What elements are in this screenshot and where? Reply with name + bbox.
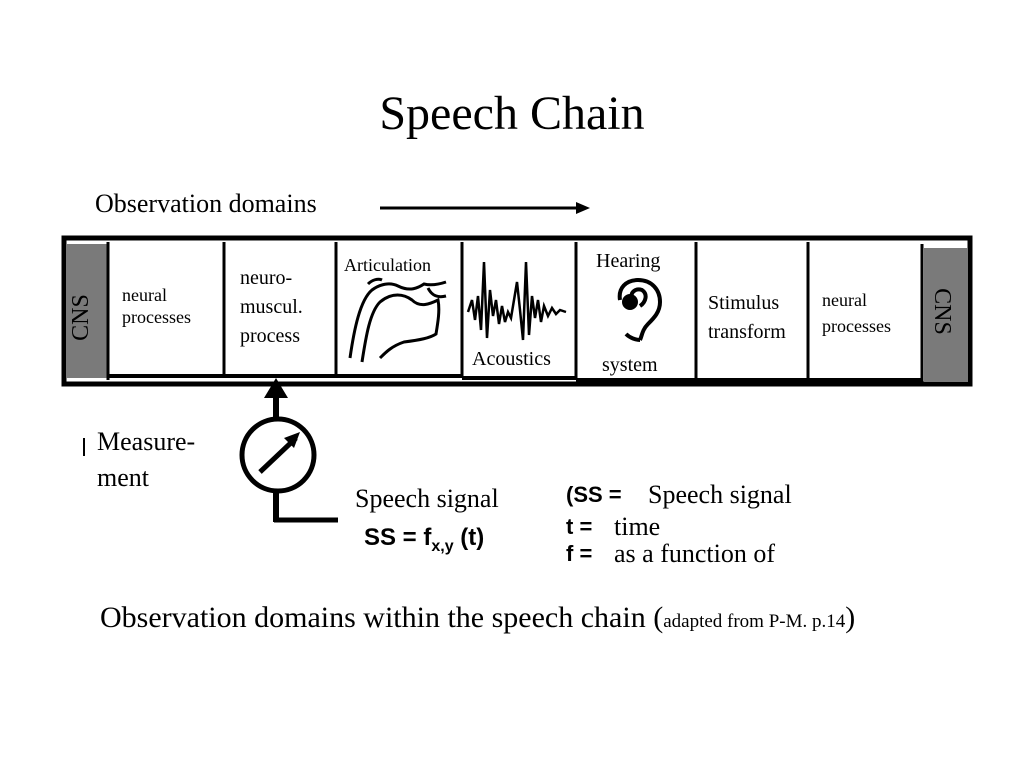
cns-right-label: CNS	[928, 288, 955, 335]
figure-caption: Observation domains within the speech ch…	[100, 601, 856, 634]
legend-row: t = time	[566, 512, 661, 541]
box-bottoms	[108, 374, 922, 382]
ear-icon	[617, 277, 663, 342]
observation-arrow	[380, 202, 590, 214]
box-neural-left: neural processes	[122, 285, 191, 327]
cns-left-block	[66, 244, 108, 378]
box-articulation-label: Articulation	[344, 255, 431, 275]
box-hearing-system-label: system	[602, 354, 658, 376]
observation-domains-label: Observation domains	[95, 189, 317, 218]
box-acoustics-label: Acoustics	[472, 348, 551, 370]
waveform-icon	[466, 261, 567, 341]
box-hearing-label: Hearing	[596, 250, 661, 272]
box-neuromuscular: neuro- muscul. process	[240, 267, 303, 347]
box-dividers	[106, 242, 924, 384]
page-title: Speech Chain	[379, 87, 645, 140]
speech-signal-formula: SS = fx,y (t)	[364, 524, 485, 555]
measurement-meter-icon	[239, 378, 338, 523]
measurement-label: Measure- ment	[97, 427, 196, 492]
speech-signal-label: Speech signal	[355, 484, 499, 513]
box-stimulus-transform: Stimulus transform	[708, 292, 786, 343]
legend-row: f = as a function of	[566, 539, 776, 568]
box-neural-right: neural processes	[822, 290, 891, 336]
chain-band	[61, 235, 973, 387]
cns-right-block	[924, 248, 968, 382]
cns-left-label: CNS	[67, 294, 94, 341]
vocal-tract-drawing	[348, 277, 447, 363]
legend-row: (SS = Speech signal	[566, 480, 792, 509]
